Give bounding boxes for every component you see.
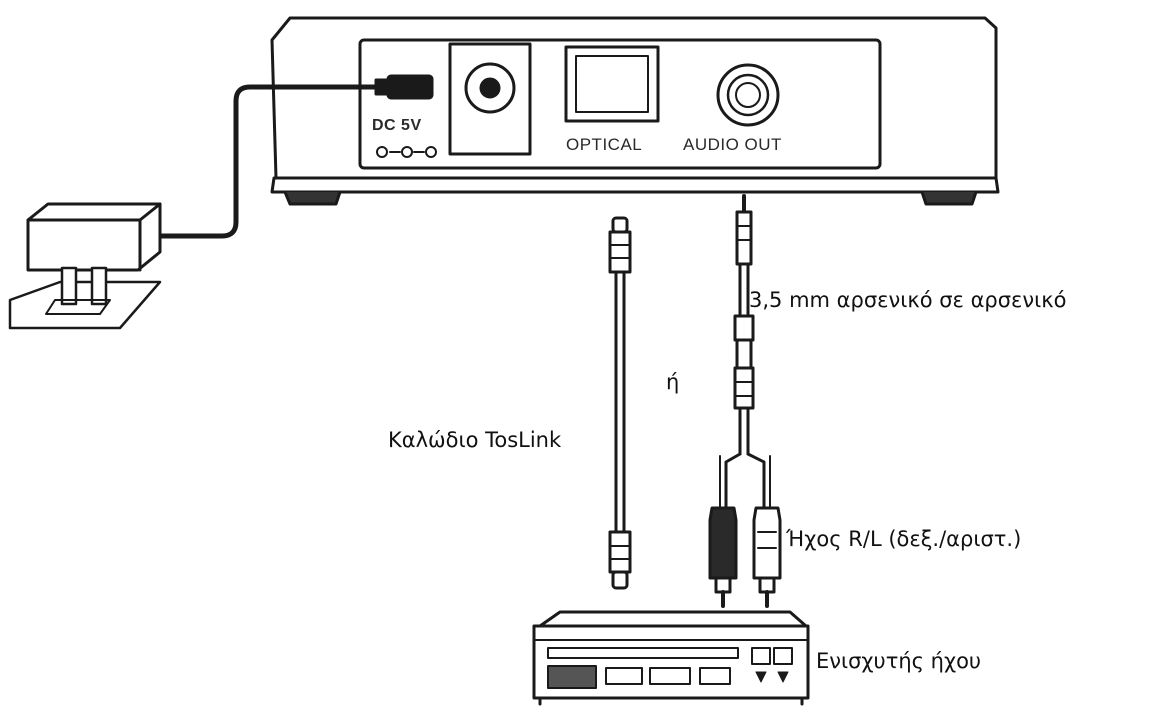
toslink-cable xyxy=(608,216,632,590)
rl-audio-caption: Ήχος R/L (δεξ./αριστ.) xyxy=(786,527,1022,551)
dc-5v-label: DC 5V xyxy=(372,117,422,134)
dc-input-port xyxy=(376,42,532,158)
power-adapter xyxy=(8,202,162,330)
jack-cable-caption: 3,5 mm αρσενικό σε αρσενικό xyxy=(749,288,1067,312)
audio-amplifier xyxy=(532,610,810,706)
optical-port xyxy=(564,45,660,123)
jack-to-rca-cable xyxy=(708,194,782,608)
audio-out-port xyxy=(716,63,780,127)
or-caption: ή xyxy=(666,370,680,394)
amplifier-caption: Ενισχυτής ήχου xyxy=(816,649,982,673)
converter-device xyxy=(270,16,1000,206)
optical-label: OPTICAL xyxy=(566,135,643,154)
audio-out-label: AUDIO OUT xyxy=(683,135,782,154)
toslink-caption: Καλώδιο TosLink xyxy=(388,428,562,452)
dc-plug xyxy=(337,74,434,100)
power-cable xyxy=(157,84,343,239)
